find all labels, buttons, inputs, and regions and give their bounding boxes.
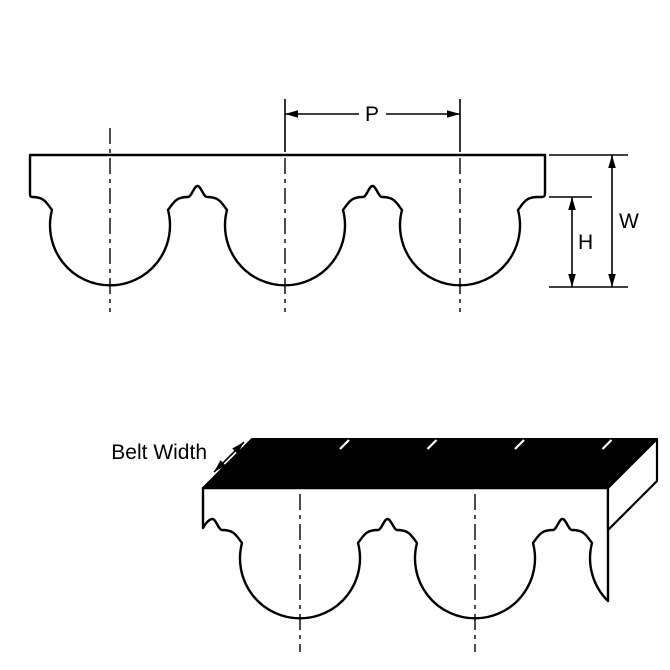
tick-mark [514,439,525,450]
belt-width-callout: Belt Width [111,441,245,473]
dimension-pitch: P [284,99,461,152]
thickness-label: W [619,210,639,233]
belt-profile-section-view: P W H [28,99,639,312]
tick-mark [601,439,613,450]
pitch-label: P [365,103,379,126]
dimension-thickness: W [549,154,639,288]
belt-width-label: Belt Width [111,441,207,464]
top-face-tick-marks [339,439,613,450]
tick-mark [339,439,350,450]
tick-mark [426,439,438,450]
belt-end-face [606,437,659,532]
dimension-tooth-height: H [549,196,593,287]
belt-front-face [201,486,610,620]
belt-3d-view: Belt Width [111,437,659,652]
belt-profile-outline [28,153,547,287]
tooth-height-label: H [578,231,593,254]
belt-width-arrow [213,441,245,473]
